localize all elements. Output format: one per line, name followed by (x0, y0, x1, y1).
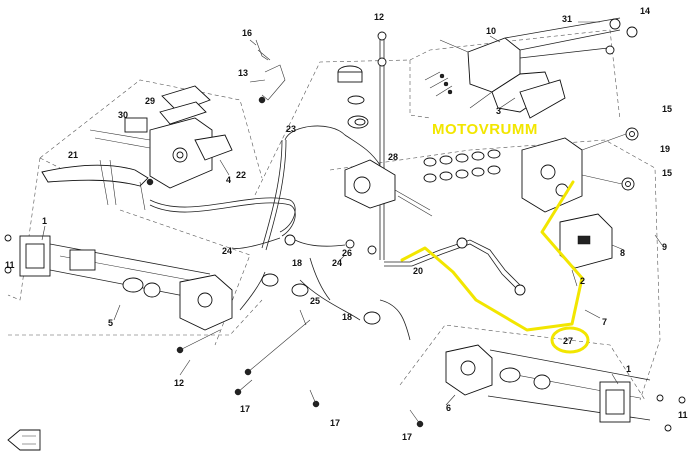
callout-15: 15 (662, 104, 672, 114)
leader-lines (41, 21, 663, 406)
callout-1: 1 (626, 364, 631, 374)
callout-31: 31 (562, 14, 572, 24)
callout-5: 5 (108, 318, 113, 328)
brake-line-23 (261, 125, 381, 251)
seal-kit (423, 149, 501, 183)
callout-20: 20 (413, 266, 423, 276)
callout-13: 13 (238, 68, 248, 78)
callout-3: 3 (496, 106, 501, 116)
hose-fittings (231, 234, 526, 341)
callout-11: 11 (5, 260, 15, 270)
callout-10: 10 (486, 26, 496, 36)
callout-12: 12 (374, 12, 384, 22)
right-upper-assembly (423, 127, 639, 269)
right-handlebar-assembly (424, 17, 638, 119)
left-caliper-assembly (4, 234, 233, 331)
bolts (176, 39, 424, 428)
callout-1: 1 (42, 216, 47, 226)
callout-26: 26 (342, 248, 352, 258)
callout-28: 28 (388, 152, 398, 162)
callout-27: 27 (563, 336, 573, 346)
callout-2: 2 (580, 276, 585, 286)
center-master-cylinder (337, 65, 433, 217)
callout-18: 18 (292, 258, 302, 268)
callout-29: 29 (145, 96, 155, 106)
callout-16: 16 (242, 28, 252, 38)
callout-17: 17 (330, 418, 340, 428)
highlight-line (400, 180, 590, 354)
callout-22: 22 (236, 170, 246, 180)
callout-6: 6 (446, 403, 451, 413)
callout-12: 12 (174, 378, 184, 388)
callout-14: 14 (640, 6, 650, 16)
callout-23: 23 (286, 124, 296, 134)
callout-24: 24 (332, 258, 342, 268)
callout-18: 18 (342, 312, 352, 322)
brake-lines-center (377, 31, 387, 260)
callout-15: 15 (662, 168, 672, 178)
callout-4: 4 (226, 175, 231, 185)
callout-19: 19 (660, 144, 670, 154)
callout-8: 8 (620, 248, 625, 258)
callout-11: 11 (678, 410, 688, 420)
callout-21: 21 (68, 150, 78, 160)
callout-7: 7 (602, 317, 607, 327)
watermark-text: MOTOVRUMM (432, 121, 538, 138)
part-callouts: 1 1 2 3 4 5 6 7 8 9 10 11 11 12 12 13 14… (5, 6, 688, 442)
right-caliper-assembly (445, 344, 686, 432)
callout-30: 30 (118, 110, 128, 120)
left-master-cylinder (41, 85, 233, 211)
callout-9: 9 (662, 242, 667, 252)
callout-25: 25 (310, 296, 320, 306)
fwd-arrow-icon (7, 429, 41, 451)
callout-17: 17 (402, 432, 412, 442)
callout-17: 17 (240, 404, 250, 414)
callout-24: 24 (222, 246, 232, 256)
